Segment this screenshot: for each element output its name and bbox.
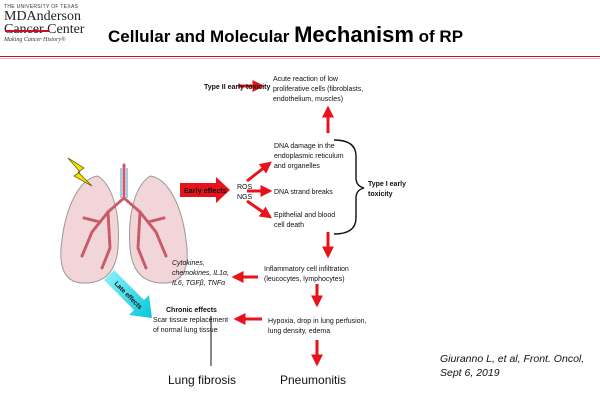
ros-label: ROS xyxy=(237,184,253,191)
cytokines-line-2: chemokines, IL1α, xyxy=(172,270,229,277)
hypoxia-line-1: Hypoxia, drop in lung perfusion, xyxy=(268,318,367,325)
logo-mdanderson: MDAnderson xyxy=(4,9,81,24)
slide-title: Cellular and Molecular Mechanism of RP xyxy=(108,22,464,47)
arrow-to-epithelial xyxy=(246,199,272,219)
inflammatory-line-1: Inflammatory cell infiltration xyxy=(264,266,349,273)
type1-line-1: Type I early xyxy=(368,181,406,188)
strand-breaks-text: DNA strand breaks xyxy=(274,189,333,196)
lung-fibrosis-label: Lung fibrosis xyxy=(168,373,236,387)
title-divider-secondary xyxy=(0,58,600,59)
lungs-illustration xyxy=(60,163,188,284)
hypoxia-line-2: lung density, edema xyxy=(268,328,330,335)
citation-line-2: Sept 6, 2019 xyxy=(440,367,500,379)
cytokines-line-1: Cytokines, xyxy=(172,260,205,267)
cytokines-line-3: IL6, TGFβ, TNFα xyxy=(172,280,226,287)
type1-line-2: toxicity xyxy=(368,191,393,198)
citation-line-1: Giuranno L, et al, Front. Oncol, xyxy=(440,353,585,365)
logo-tagline: Making Cancer History® xyxy=(4,37,66,43)
lightning-icon xyxy=(67,157,93,187)
citation: Giuranno L, et al, Front. Oncol, Sept 6,… xyxy=(440,352,600,380)
title-divider xyxy=(0,56,600,57)
dna-damage-line-2: endoplasmic reticulum xyxy=(274,153,344,160)
epithelial-line-2: cell death xyxy=(274,222,304,229)
logo-cancer-center: Cancer Center xyxy=(4,23,104,37)
acute-line-3: endothelium, muscles) xyxy=(273,96,343,103)
type2-label: Type II early toxicity xyxy=(204,84,271,91)
early-effects-label: Early effects xyxy=(184,186,227,195)
arrow-to-dna-damage xyxy=(246,161,272,183)
chronic-effects-label: Chronic effects xyxy=(166,307,217,314)
logo-strike-icon xyxy=(5,30,49,32)
flow-arrows xyxy=(231,80,334,367)
acute-line-2: proliferative cells (fibroblasts, xyxy=(273,86,363,93)
epithelial-line-1: Epithelial and blood xyxy=(274,212,335,219)
logo-university: THE UNIVERSITY OF TEXAS xyxy=(4,4,79,10)
inflammatory-line-2: (leucocytes, lymphocytes) xyxy=(264,276,345,283)
acute-line-1: Acute reaction of low xyxy=(273,76,339,83)
pneumonitis-label: Pneumonitis xyxy=(280,373,346,387)
mdanderson-logo[interactable]: THE UNIVERSITY OF TEXAS MDAnderson Cance… xyxy=(4,4,104,43)
dna-damage-line-3: and organelles xyxy=(274,163,320,170)
early-effects-arrow: Early effects xyxy=(180,177,230,203)
type1-brace xyxy=(333,139,365,235)
ngs-label: NGS xyxy=(237,194,253,201)
scar-line-1: Scar tissue replacement xyxy=(153,317,228,324)
dna-damage-line-1: DNA damage in the xyxy=(274,143,335,150)
scar-line-2: of normal lung tissue xyxy=(153,327,218,334)
